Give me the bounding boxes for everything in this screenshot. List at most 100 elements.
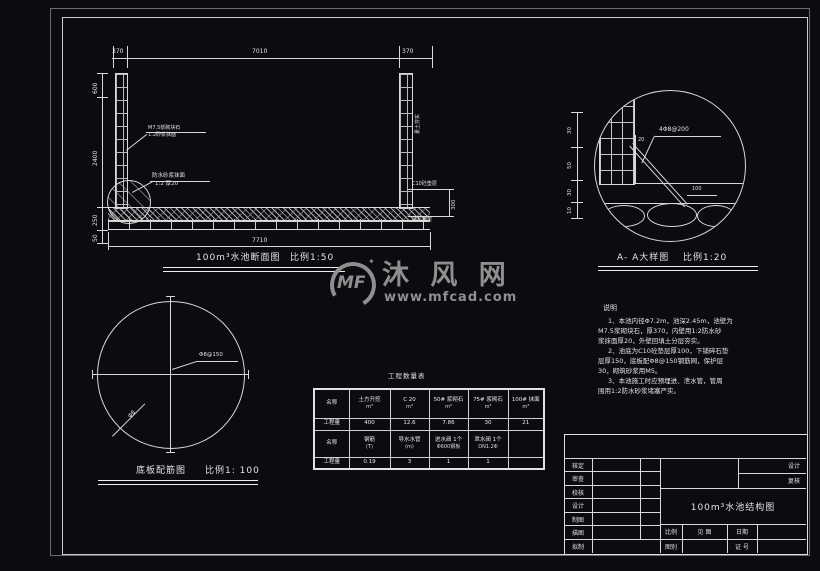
table-cell — [507, 456, 545, 470]
title-underline — [163, 267, 345, 272]
dim-label: 50 — [567, 162, 573, 169]
detail-circle: 4Φ8@200 20 100 — [594, 90, 746, 242]
tb-line — [564, 498, 660, 499]
leader-line — [408, 189, 454, 190]
note-line: 30，砌筑砂浆用M5。 — [598, 367, 662, 375]
watermark-name: 沐 风 网 — [382, 260, 512, 291]
dim-label: 7010 — [252, 48, 268, 55]
watermark-url: www.mfcad.com — [384, 290, 518, 305]
tb-label: 设计 — [787, 463, 800, 470]
dim-tick — [97, 230, 108, 231]
centerline-horizontal — [92, 374, 248, 375]
callout-underline — [655, 136, 721, 137]
plan-circle — [97, 301, 245, 449]
callout: 1:2 厚20 — [155, 181, 179, 187]
tb-label: 图别 — [664, 544, 677, 551]
tb-label: 制图 — [571, 516, 584, 524]
callout: 碎石垫层 — [412, 217, 433, 223]
table-cell — [507, 429, 545, 458]
dim-ext — [113, 46, 114, 68]
tb-label: 设计 — [571, 502, 584, 510]
dim-label: 50 — [92, 234, 99, 242]
callout-underline — [150, 181, 210, 182]
dim-line — [449, 189, 450, 216]
tb-label: 复核 — [787, 478, 800, 485]
callout: Φ8@150 — [199, 352, 223, 358]
dim-tick — [571, 218, 583, 219]
view-scale: 比例1:50 — [290, 253, 335, 263]
dim-tick — [97, 207, 108, 208]
view-scale: 比例1: 100 — [205, 466, 260, 476]
centerline-cap — [166, 452, 175, 453]
table-row: 工程量 400 12.6 7.86 30 21 — [313, 417, 545, 431]
dim-line — [687, 195, 717, 196]
callout: 1:2砂浆抹面 — [148, 132, 177, 138]
note-line: M7.5浆砌块石，厚370，内壁用1:2防水砂 — [598, 327, 722, 335]
tb-label: 证 号 — [735, 544, 749, 551]
table-cell: 钢筋(T) — [348, 429, 391, 458]
drawing-title: 100m³水池结构图 — [690, 502, 776, 513]
tb-label: 校核 — [571, 489, 584, 497]
dim-label: 30 — [567, 189, 573, 196]
tb-line — [592, 458, 593, 553]
table-cell: 名称 — [313, 388, 350, 419]
rubble-bed — [108, 219, 430, 230]
star-icon: ✦ — [368, 257, 375, 266]
dim-line — [108, 246, 430, 247]
table-cell: 1 — [467, 456, 509, 470]
dim-ext — [430, 232, 431, 250]
dim-tick — [571, 112, 583, 113]
table-cell: 12.6 — [389, 417, 430, 431]
dim-tick — [571, 147, 583, 148]
tb-label: 比例 — [664, 529, 677, 536]
dim-ext — [108, 232, 109, 250]
tb-label: 核定 — [571, 462, 584, 470]
note-line: 2、池底为C10砼垫层厚100，下铺碎石垫 — [608, 347, 729, 355]
table-cell: 21 — [507, 417, 545, 431]
callout: M7.5浆砌块石 — [148, 125, 181, 131]
table-cell: 导水水管(m) — [389, 429, 430, 458]
tb-line — [757, 524, 758, 553]
dim-label: 370 — [112, 48, 124, 55]
table-cell: 工程量 — [313, 417, 350, 431]
dim-line — [102, 73, 103, 243]
dim-label: 10 — [567, 207, 573, 214]
table-cell: 3 — [389, 456, 430, 470]
dim-line — [112, 58, 433, 59]
leader-line — [196, 361, 238, 362]
view-title: 底板配筋图 — [136, 466, 187, 476]
detail-bubble — [107, 180, 151, 224]
title-underline — [98, 480, 258, 485]
dim-tick — [571, 202, 583, 203]
dim-label: 600 — [92, 82, 99, 94]
dim-tick — [97, 73, 108, 74]
slope-line — [629, 143, 688, 208]
mf-logo-text: MF — [337, 273, 366, 293]
tb-line — [564, 525, 660, 526]
wall-section — [599, 91, 635, 185]
wall-face-line — [635, 135, 636, 183]
tb-line — [564, 512, 660, 513]
table-row: 工程量 0.19 3 1 1 — [313, 456, 545, 470]
table-cell: 0.19 — [348, 456, 391, 470]
tb-line — [564, 485, 660, 486]
callout: C10砼垫层 — [412, 181, 437, 187]
tb-line — [660, 539, 806, 540]
dim-label: 20 — [638, 137, 645, 143]
tb-line — [727, 524, 728, 553]
dim-label: 300 — [451, 199, 457, 211]
inner-frame — [62, 17, 808, 555]
title-block-border — [564, 434, 808, 555]
dim-label: 2400 — [92, 150, 99, 166]
dim-line — [577, 112, 578, 218]
tb-label: 审查 — [571, 475, 584, 483]
